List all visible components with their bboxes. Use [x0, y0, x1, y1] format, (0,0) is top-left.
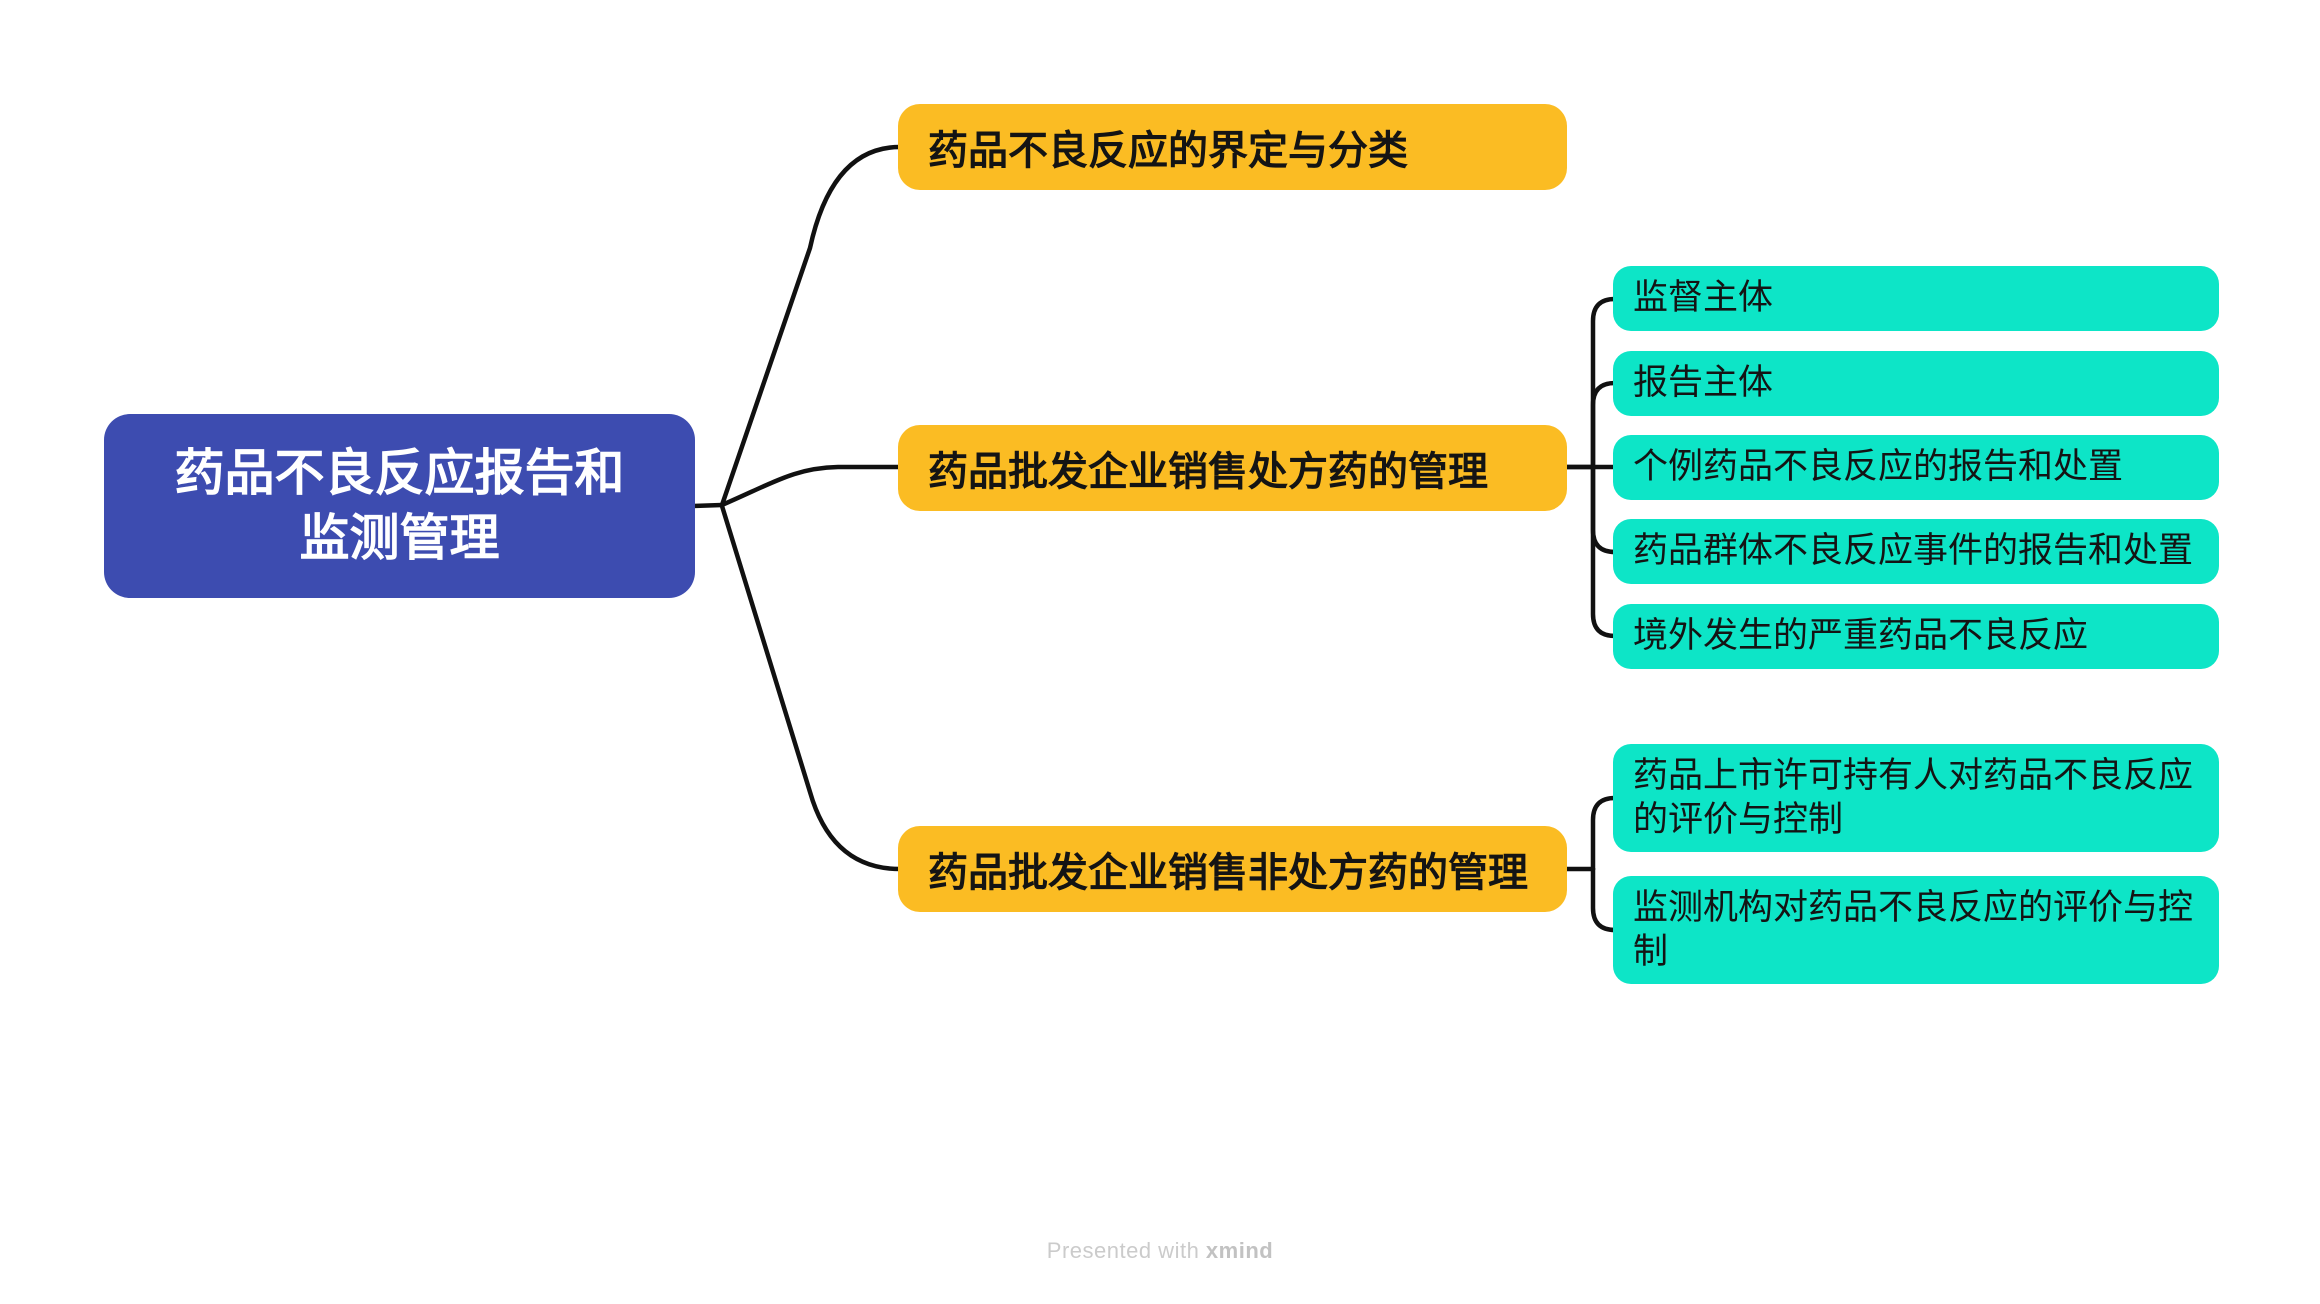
branch-topic-label: 药品批发企业销售非处方药的管理 [928, 851, 1528, 895]
connector-root-stub [690, 502, 725, 509]
child-topic-cluster-adr-reporting[interactable]: 药品群体不良反应事件的报告和处置 [1613, 519, 2219, 584]
child-topic-monitoring-agency-evaluation-control[interactable]: 监测机构对药品不良反应的评价与控制 [1613, 876, 2219, 984]
child-topic-label: 药品群体不良反应事件的报告和处置 [1633, 531, 2194, 571]
child-topic-reporting-subject[interactable]: 报告主体 [1613, 351, 2219, 416]
child-topic-label: 监督主体 [1633, 278, 1774, 318]
branch-topic-otc-drug-management[interactable]: 药品批发企业销售非处方药的管理 [898, 826, 1567, 912]
connector-root-branch3 [719, 503, 903, 872]
child-topic-mah-adr-evaluation-control[interactable]: 药品上市许可持有人对药品不良反应的评价与控制 [1613, 744, 2219, 852]
branch-topic-prescription-drug-management[interactable]: 药品批发企业销售处方药的管理 [898, 425, 1567, 511]
child-topic-label: 个例药品不良反应的报告和处置 [1633, 447, 2124, 487]
child-topic-label: 境外发生的严重药品不良反应 [1633, 616, 2089, 656]
connector-root-branch1 [719, 144, 903, 508]
child-topic-supervision-subject[interactable]: 监督主体 [1613, 266, 2219, 331]
connector-root-branch2 [719, 464, 903, 508]
branch-topic-label: 药品不良反应的界定与分类 [928, 129, 1408, 173]
child-topic-overseas-severe-adr[interactable]: 境外发生的严重药品不良反应 [1613, 604, 2219, 669]
child-topic-label: 报告主体 [1633, 363, 1774, 403]
root-topic[interactable]: 药品不良反应报告和监测管理 [104, 414, 695, 598]
child-topic-label: 监测机构对药品不良反应的评价与控制 [1633, 887, 2194, 971]
xmind-logo-text: xmind [1205, 1238, 1274, 1263]
root-topic-label: 药品不良反应报告和监测管理 [174, 445, 625, 566]
branch-topic-definition-classification[interactable]: 药品不良反应的界定与分类 [898, 104, 1567, 190]
watermark-text: Presented with [1046, 1238, 1206, 1263]
child-topic-individual-adr-reporting[interactable]: 个例药品不良反应的报告和处置 [1613, 435, 2219, 500]
branch-topic-label: 药品批发企业销售处方药的管理 [928, 450, 1488, 494]
child-topic-label: 药品上市许可持有人对药品不良反应的评价与控制 [1633, 755, 2194, 839]
watermark: Presented with xmind [1047, 1238, 1273, 1264]
